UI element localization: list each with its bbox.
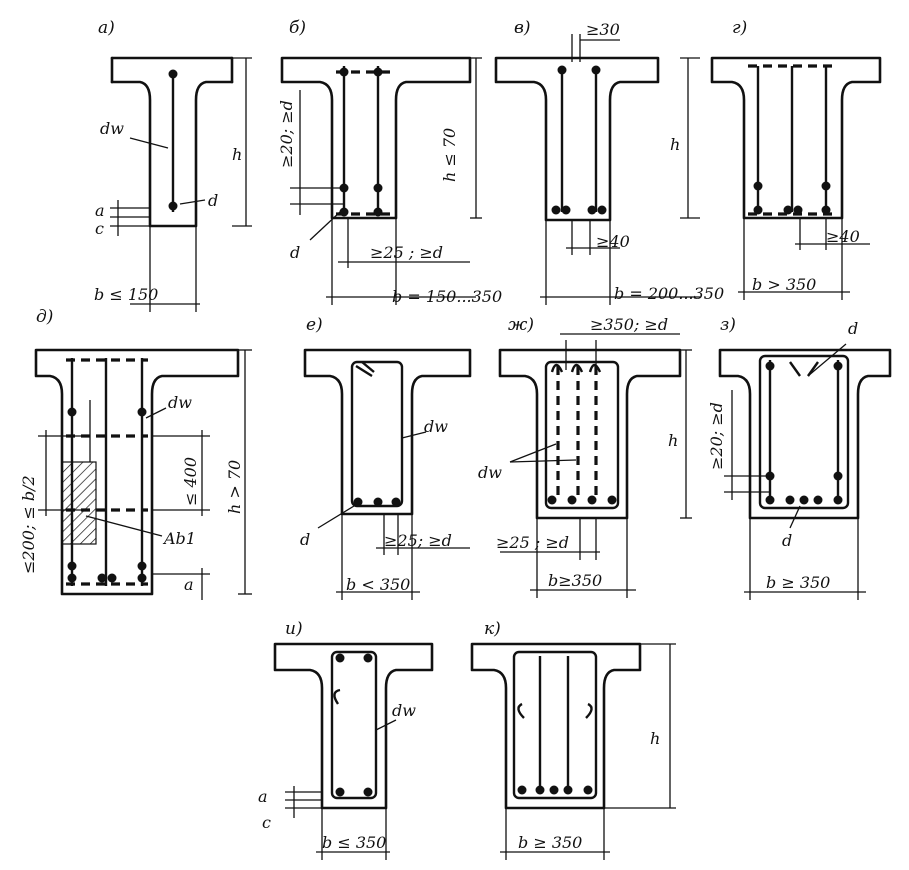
label-s400: ≤ 400 bbox=[181, 457, 200, 506]
label-d-bottom: d bbox=[782, 531, 792, 550]
figure-e-title: е) bbox=[306, 315, 323, 335]
label-c: c bbox=[262, 813, 271, 832]
label-cover: ≥40 bbox=[826, 227, 860, 246]
label-b: b ≥ 350 bbox=[518, 833, 582, 852]
label-b: b ≤ 350 bbox=[322, 833, 386, 852]
figure-a-title: а) bbox=[98, 18, 115, 38]
figure-v-title: в) bbox=[514, 18, 531, 38]
figure-b-title: б) bbox=[289, 18, 306, 38]
figure-g: г) h ≥40 b > 350 bbox=[670, 18, 882, 300]
label-b: b ≤ 150 bbox=[94, 285, 158, 304]
figure-g-title: г) bbox=[732, 18, 747, 38]
label-dw: dw bbox=[424, 417, 448, 436]
figure-d-title: д) bbox=[36, 307, 53, 327]
label-spacing: ≤200; ≤ b/2 bbox=[19, 475, 38, 574]
figure-b: б) ≥20; ≥d h ≤ 70 d ≥25 ; ≥d b = 150...3… bbox=[277, 18, 502, 306]
figure-v: в) ≥30 ≥40 b = 200...350 bbox=[494, 18, 724, 305]
label-cover: ≥40 bbox=[596, 232, 630, 251]
tee-outline-a bbox=[110, 56, 234, 228]
label-b: b < 350 bbox=[346, 575, 410, 594]
figure-e: е) dw d ≥25; ≥d b < 350 bbox=[300, 315, 472, 600]
label-b: b ≥ 350 bbox=[766, 573, 830, 592]
label-d: d bbox=[300, 530, 310, 549]
label-dw: dw bbox=[478, 463, 502, 482]
figure-z-title: з) bbox=[720, 315, 736, 335]
label-top: ≥30 bbox=[586, 20, 620, 39]
label-h: h bbox=[668, 431, 678, 450]
label-d-top: d bbox=[848, 319, 858, 338]
label-h: h bbox=[232, 145, 242, 164]
label-spacing: ≥20; ≥d bbox=[707, 402, 726, 470]
label-h: h bbox=[670, 135, 680, 154]
label-c: c bbox=[95, 219, 104, 238]
label-ab: Ab1 bbox=[162, 529, 196, 548]
label-spacing: ≥20; ≥d bbox=[277, 100, 296, 168]
figure-zh-title: ж) bbox=[508, 315, 534, 335]
figure-z: з) d ≥20; ≥d d b ≥ 350 bbox=[707, 315, 892, 600]
label-d: d bbox=[290, 243, 300, 262]
label-d: d bbox=[208, 191, 218, 210]
figure-i: и) dw a c b ≤ 350 bbox=[258, 619, 434, 860]
label-cover: ≥25 ; ≥d bbox=[496, 533, 569, 552]
figure-i-title: и) bbox=[285, 619, 303, 639]
label-a: a bbox=[95, 201, 105, 220]
label-cover: ≥25 ; ≥d bbox=[370, 243, 443, 262]
label-dw: dw bbox=[168, 393, 192, 412]
label-cover: ≥25; ≥d bbox=[384, 531, 452, 550]
figure-k: к) h b ≥ 350 bbox=[470, 619, 676, 860]
label-h: h ≤ 70 bbox=[440, 128, 459, 182]
label-h: h > 70 bbox=[225, 460, 244, 514]
label-b: b > 350 bbox=[752, 275, 816, 294]
label-top: ≥350; ≥d bbox=[590, 315, 668, 334]
label-a: a bbox=[184, 575, 194, 594]
label-dw: dw bbox=[100, 119, 124, 138]
figure-zh: ж) ≥350; ≥d h dw ≥25 ; ≥d b≥350 bbox=[478, 315, 692, 598]
label-a: a bbox=[258, 787, 268, 806]
figure-k-title: к) bbox=[484, 619, 501, 639]
label-h: h bbox=[650, 729, 660, 748]
label-dw: dw bbox=[392, 701, 416, 720]
label-b: b≥350 bbox=[548, 571, 602, 590]
figure-a: а) dw d h a c b ≤ 150 bbox=[94, 18, 252, 312]
label-b: b = 200...350 bbox=[614, 284, 724, 303]
figure-d: д) ≤200; ≤ b/2 dw ≤ 400 h > 70 Ab1 a bbox=[19, 307, 252, 600]
label-b: b = 150...350 bbox=[392, 287, 502, 306]
